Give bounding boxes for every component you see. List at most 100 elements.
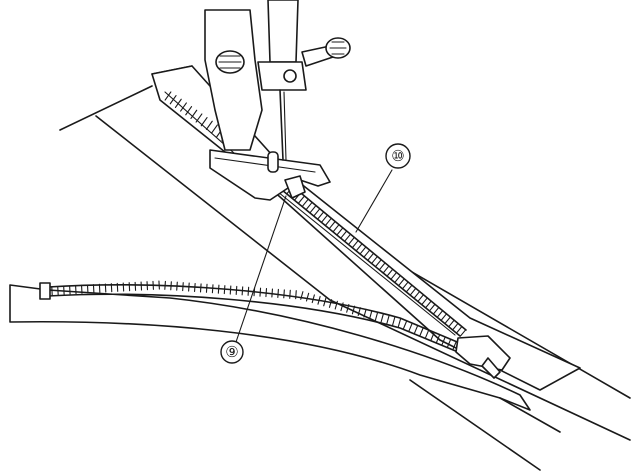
callout-10-label: ⑩ — [391, 147, 404, 165]
zipper-tooth-lower — [446, 339, 452, 348]
zipper-tooth-foot — [205, 120, 213, 130]
zipper-tooth-upper — [298, 196, 305, 204]
zipper-tooth-lower — [397, 318, 402, 328]
zipper-tooth-upper — [317, 211, 324, 220]
zipper-tooth-foot — [211, 124, 218, 134]
zipper-tooth-upper — [390, 272, 397, 280]
zipper-tooth-upper — [436, 310, 444, 318]
zipper-tooth-lower — [317, 295, 321, 305]
zipper-tooth-lower — [277, 288, 279, 298]
slider-tab — [481, 357, 501, 379]
zipper-tooth-foot — [169, 95, 177, 105]
screw-knob-left-grip — [218, 55, 242, 69]
zipper-tooth-lower — [386, 315, 390, 325]
callout-10: ⑩ — [385, 143, 411, 169]
zipper-tooth-lower — [402, 320, 408, 330]
zipper-lower — [39, 280, 463, 353]
zipper-tooth-upper — [375, 259, 382, 267]
zipper-tooth-upper — [421, 297, 428, 305]
foot-needle-slot — [267, 151, 279, 173]
zipper-tooth-foot — [185, 106, 193, 116]
zipper-tooth-lower — [176, 281, 178, 291]
zipper-tooth-lower — [259, 287, 262, 297]
zipper-tooth-lower — [419, 327, 424, 337]
zipper-tooth-upper — [371, 256, 378, 264]
callout-9-label: ⑨ — [225, 343, 238, 361]
zipper-tooth-upper — [348, 237, 355, 245]
zipper-tooth-lower — [229, 285, 232, 295]
leader-10 — [355, 169, 393, 233]
clamp-knob-grip — [329, 41, 347, 55]
callout-10-circle — [385, 143, 411, 169]
zipper-tooth-lower — [363, 308, 367, 318]
zipper-tooth-lower — [424, 329, 430, 339]
presser-foot — [204, 9, 331, 201]
zipper-stop — [39, 282, 51, 300]
foot-toe — [284, 175, 306, 199]
zipper-tooth-upper — [398, 278, 405, 286]
zipper-tooth-lower — [380, 313, 384, 323]
zipper-tooth-upper — [309, 205, 317, 213]
leader-9 — [235, 195, 287, 343]
zipper-tooth-lower — [413, 325, 419, 334]
zipper-tooth-lower — [323, 297, 327, 307]
zipper-tooth-lower — [241, 286, 244, 296]
zipper-tooth-lower — [164, 280, 166, 290]
zipper-tooth-upper — [448, 319, 455, 328]
zipper-tooth-lower — [340, 302, 344, 312]
fabric-left-edge — [59, 85, 153, 131]
zipper-tooth-lower — [199, 283, 202, 293]
zipper-tooth-lower — [334, 300, 338, 310]
fabric-upper-edge — [95, 115, 631, 441]
needle-assembly — [257, 0, 351, 161]
slider-body — [455, 335, 511, 371]
zipper-tooth-lower — [435, 334, 441, 344]
zipper-tooth-upper — [329, 221, 336, 229]
zipper-tooth-upper — [417, 294, 424, 302]
zipper-tooth-lower — [235, 285, 238, 296]
fabric-lower-edge-b — [499, 397, 561, 433]
zipper-tooth-upper — [325, 218, 332, 226]
zipper-tooth-upper — [440, 313, 447, 321]
zipper-tooth-upper — [352, 240, 359, 248]
zipper-lower-outline-a — [47, 284, 463, 345]
zipper-tooth-upper — [456, 326, 463, 334]
zipper-tooth-lower — [194, 282, 196, 293]
zipper-tooth-lower — [283, 289, 285, 299]
zipper-tooth-upper — [459, 329, 467, 337]
zipper-tooth-lower — [430, 332, 435, 341]
zipper-tooth-foot — [190, 109, 198, 119]
zipper-tooth-lower — [182, 282, 184, 292]
zipper-tooth-lower — [408, 323, 413, 332]
needle-clamp — [257, 61, 307, 91]
zipper-tooth-upper — [406, 284, 413, 293]
zipper-tooth-lower — [328, 299, 333, 308]
zipper-tooth-upper — [429, 303, 436, 312]
zipper-tooth-upper — [359, 246, 367, 255]
zipper-tooth-upper — [305, 202, 313, 210]
zipper-tooth-upper — [313, 208, 320, 217]
zipper-tooth-upper — [402, 281, 409, 290]
zipper-tooth-lower — [205, 283, 208, 293]
zipper-tooth-upper — [379, 262, 386, 270]
zipper-tooth-upper — [340, 230, 347, 239]
zipper-tooth-upper — [336, 227, 343, 236]
foot-sole-detail — [214, 157, 316, 173]
foot-shank — [204, 9, 263, 151]
zipper-tooth-upper — [356, 243, 363, 251]
zipper-tooth-lower — [300, 291, 304, 300]
thread-line — [283, 91, 287, 161]
zipper-tooth-lower — [392, 316, 396, 326]
zipper-tooth-upper — [394, 275, 401, 283]
zipper-tooth-lower — [188, 282, 190, 292]
zipper-tooth-lower — [452, 341, 457, 350]
zipper-tooth-lower — [346, 303, 350, 313]
teeth-upper-outline-a — [281, 189, 461, 337]
zipper-tooth-upper — [382, 265, 390, 274]
zipper-tooth-lower — [305, 292, 310, 302]
zipper-tooth-lower — [211, 284, 214, 294]
zipper-lower-outline-b — [47, 293, 459, 353]
zipper-tooth-upper — [425, 300, 432, 309]
zipper-tooth-lower — [265, 288, 268, 298]
